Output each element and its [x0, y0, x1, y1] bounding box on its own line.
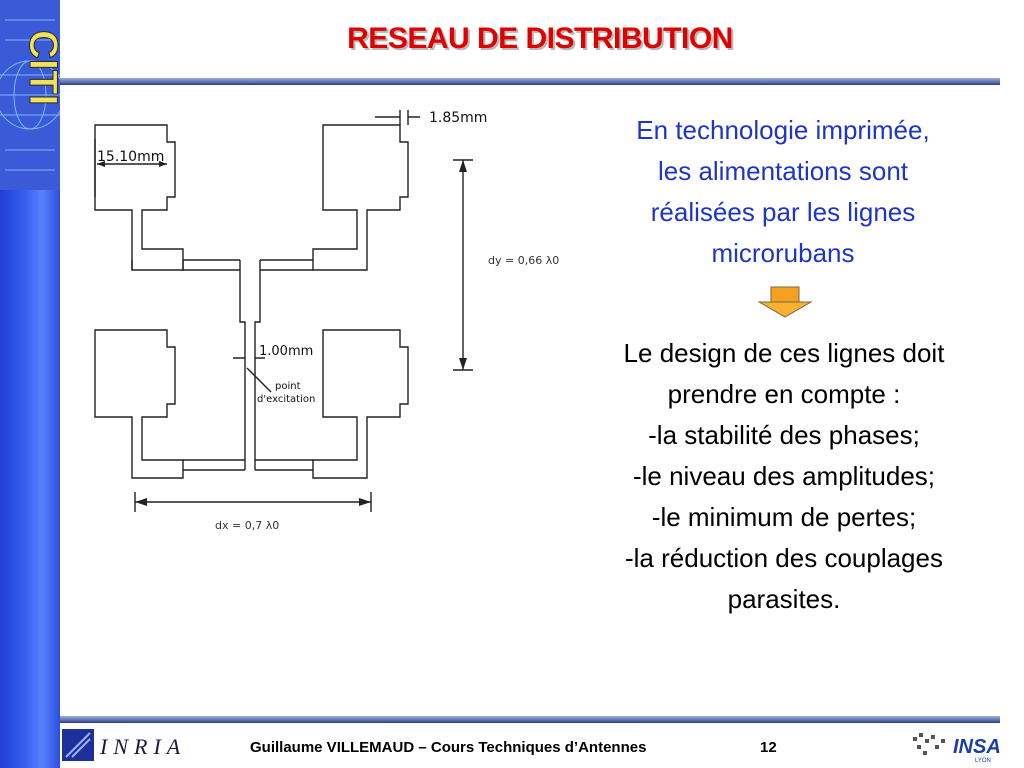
top-rule: [60, 78, 1000, 85]
inria-logo: INRIA: [62, 729, 186, 761]
patch-top-right: [312, 124, 409, 271]
body-line: prendre en compte :: [667, 379, 901, 409]
intro-text: En technologie imprimée, les alimentatio…: [578, 110, 988, 274]
body-line: -le niveau des amplitudes;: [632, 461, 936, 491]
page-number: 12: [760, 739, 777, 756]
dim-1-85mm: 1.85mm: [429, 110, 487, 126]
body-line: parasites.: [727, 584, 841, 614]
body-line: Le design de ces lignes doit: [623, 338, 945, 368]
intro-line: microrubans: [711, 238, 855, 268]
feed-point-label: point: [275, 381, 301, 392]
patch-bottom-right: [312, 329, 409, 479]
body-line: -la réduction des couplages: [625, 543, 943, 573]
intro-line: réalisées par les lignes: [650, 197, 916, 227]
insa-logo: INSA LYON: [913, 733, 1001, 764]
dx-label: dx = 0,7 λ0: [215, 519, 279, 532]
down-arrow-icon: [757, 286, 813, 318]
intro-line: En technologie imprimée,: [636, 115, 930, 145]
dy-label: dy = 0,66 λ0: [488, 254, 559, 267]
feed-point-label-2: d'excitation: [257, 394, 315, 405]
logo-text: CITI: [21, 30, 60, 106]
bottom-rule: [60, 716, 1000, 723]
dim-15-10mm: 15.10mm: [97, 149, 164, 165]
page-title: RESEAU DE DISTRIBUTION: [347, 22, 733, 55]
body-line: -le minimum de pertes;: [651, 502, 917, 532]
central-feed-line: [239, 260, 261, 470]
citi-logo: CITI: [0, 0, 60, 190]
inria-text: INRIA: [99, 734, 186, 759]
dim-1-00mm: 1.00mm: [259, 344, 313, 359]
patch-bottom-left: [94, 329, 184, 479]
patch-top-left: [94, 124, 184, 271]
body-text: Le design de ces lignes doit prendre en …: [566, 333, 1002, 620]
feed-network-diagram: 1.85mm 15.10mm 1.00mm point d'excitation…: [94, 110, 559, 532]
insa-subtext: LYON: [975, 758, 991, 764]
insa-text: INSA: [953, 736, 1001, 758]
footer-author: Guillaume VILLEMAUD – Cours Techniques d…: [250, 739, 647, 756]
intro-line: les alimentations sont: [657, 156, 909, 186]
body-line: -la stabilité des phases;: [648, 420, 920, 450]
